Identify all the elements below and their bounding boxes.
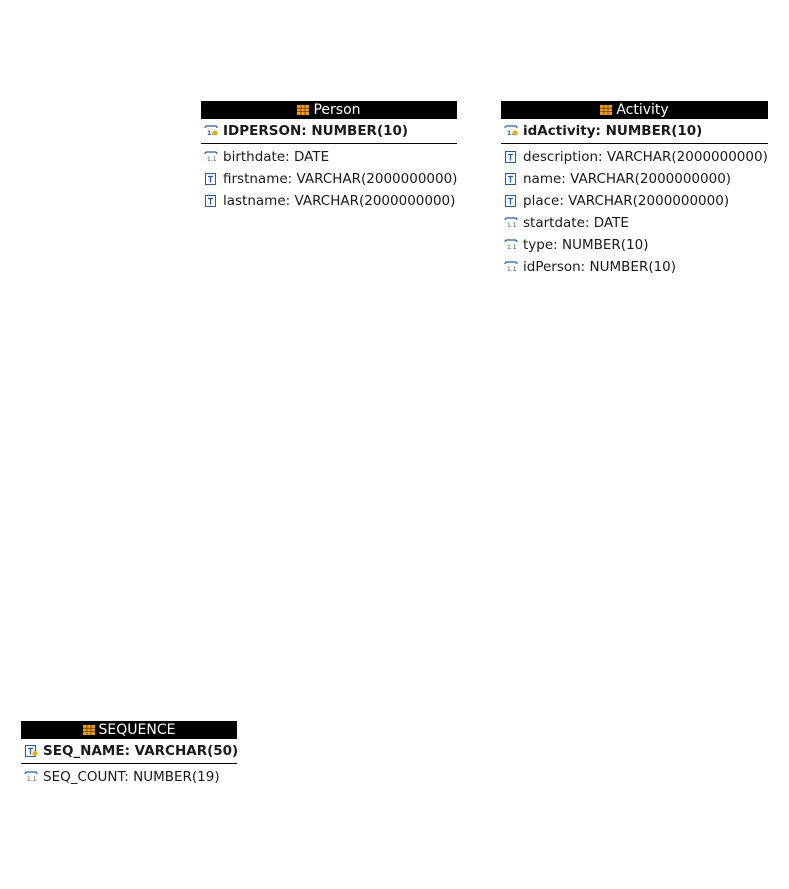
column-row[interactable]: place: VARCHAR(2000000000)	[501, 190, 768, 212]
column-row[interactable]: name: VARCHAR(2000000000)	[501, 168, 768, 190]
entity-header[interactable]: Activity	[501, 101, 768, 119]
column-row[interactable]: lastname: VARCHAR(2000000000)	[201, 190, 457, 212]
primary-key-icon: 1.1	[204, 125, 218, 137]
text-column-icon	[205, 173, 216, 185]
primary-key-text-icon	[25, 745, 38, 757]
table-icon	[82, 725, 95, 735]
text-column-icon	[505, 195, 516, 207]
column-row[interactable]: 1.1 birthdate: DATE	[201, 146, 457, 168]
entity-sequence[interactable]: SEQUENCE SEQ_NAME: VARCHAR(50) 1.1 SEQ_C…	[21, 721, 239, 788]
table-icon	[297, 105, 310, 115]
column-label: name: VARCHAR(2000000000)	[523, 171, 732, 187]
svg-text:1.1: 1.1	[507, 130, 518, 137]
svg-text:1.1: 1.1	[27, 776, 37, 783]
column-label: firstname: VARCHAR(2000000000)	[223, 171, 458, 187]
column-row[interactable]: description: VARCHAR(2000000000)	[501, 146, 768, 168]
column-label: lastname: VARCHAR(2000000000)	[223, 193, 456, 209]
entity-header[interactable]: Person	[201, 101, 457, 119]
primary-key-row[interactable]: SEQ_NAME: VARCHAR(50)	[21, 739, 239, 764]
entity-person[interactable]: Person 1.1 IDPERSON: NUMBER(10) 1.1 birt…	[201, 101, 457, 212]
entity-activity[interactable]: Activity 1.1 idActivity: NUMBER(10) desc…	[501, 101, 768, 278]
text-column-icon	[505, 151, 516, 163]
entity-title: SEQUENCE	[98, 722, 176, 738]
numeric-column-icon: 1.1	[504, 217, 518, 229]
primary-key-icon: 1.1	[504, 125, 518, 137]
column-label: idActivity: NUMBER(10)	[523, 123, 703, 139]
column-row[interactable]: 1.1 idPerson: NUMBER(10)	[501, 256, 768, 278]
primary-key-row[interactable]: 1.1 IDPERSON: NUMBER(10)	[201, 119, 457, 144]
text-column-icon	[205, 195, 216, 207]
column-row[interactable]: 1.1 type: NUMBER(10)	[501, 234, 768, 256]
primary-key-row[interactable]: 1.1 idActivity: NUMBER(10)	[501, 119, 768, 144]
column-label: place: VARCHAR(2000000000)	[523, 193, 730, 209]
svg-text:1.1: 1.1	[207, 156, 217, 163]
column-row[interactable]: 1.1 SEQ_COUNT: NUMBER(19)	[21, 766, 237, 788]
column-label: startdate: DATE	[523, 215, 629, 231]
svg-text:1.1: 1.1	[207, 130, 218, 137]
svg-text:1.1: 1.1	[507, 266, 517, 273]
column-label: idPerson: NUMBER(10)	[523, 259, 677, 275]
column-row[interactable]: 1.1 startdate: DATE	[501, 212, 768, 234]
column-label: IDPERSON: NUMBER(10)	[223, 123, 409, 139]
numeric-column-icon: 1.1	[204, 151, 218, 163]
column-label: birthdate: DATE	[223, 149, 330, 165]
column-row[interactable]: firstname: VARCHAR(2000000000)	[201, 168, 457, 190]
entity-title: Activity	[616, 102, 669, 118]
text-column-icon	[505, 173, 516, 185]
numeric-column-icon: 1.1	[504, 239, 518, 251]
column-label: SEQ_COUNT: NUMBER(19)	[43, 769, 220, 785]
entity-title: Person	[313, 102, 361, 118]
table-icon	[600, 105, 613, 115]
column-label: SEQ_NAME: VARCHAR(50)	[43, 743, 239, 759]
svg-text:1.1: 1.1	[507, 222, 517, 229]
numeric-column-icon: 1.1	[504, 261, 518, 273]
column-label: description: VARCHAR(2000000000)	[523, 149, 768, 165]
entity-header[interactable]: SEQUENCE	[21, 721, 237, 739]
column-label: type: NUMBER(10)	[523, 237, 649, 253]
numeric-column-icon: 1.1	[24, 771, 38, 783]
svg-text:1.1: 1.1	[507, 244, 517, 251]
